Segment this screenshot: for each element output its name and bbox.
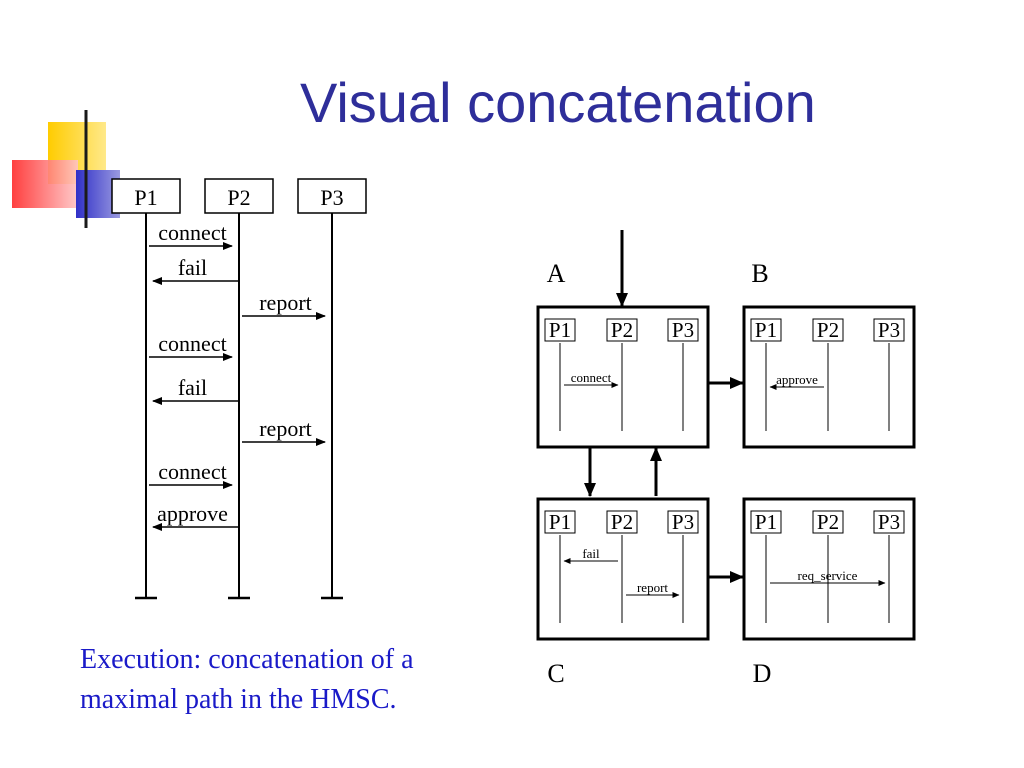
msc-message-label-report: report	[259, 416, 312, 441]
hmsc-process-label-p3: P3	[878, 510, 900, 534]
hmsc-process-label-p2: P2	[817, 318, 839, 342]
hmsc-message-label-report: report	[637, 580, 668, 595]
hmsc-process-box-p3	[873, 318, 905, 342]
hmsc-process-box-p2	[606, 510, 638, 534]
caption: Execution: concatenation of a maximal pa…	[80, 644, 414, 715]
hmsc-process-box-p3	[873, 510, 905, 534]
hmsc-node-label-c: C	[547, 659, 564, 688]
hmsc-message-label-approve: approve	[776, 372, 818, 387]
hmsc-process-label-p3: P3	[672, 318, 694, 342]
hmsc-node-label-a: A	[547, 259, 566, 288]
msc-message-label-connect: connect	[158, 331, 226, 356]
hmsc-process-label-p3: P3	[878, 318, 900, 342]
hmsc-process-box-p1	[544, 510, 576, 534]
msc-message-label-connect: connect	[158, 459, 226, 484]
hmsc-process-box-p2	[812, 318, 844, 342]
msc-message-label-report: report	[259, 290, 312, 315]
msc-message-label-fail: fail	[178, 255, 207, 280]
hmsc-process-box-p1	[750, 318, 782, 342]
hmsc-process-label-p3: P3	[672, 510, 694, 534]
hmsc-process-label-p1: P1	[755, 510, 777, 534]
hmsc-process-label-p1: P1	[549, 510, 571, 534]
msc-process-label-p2: P2	[227, 185, 250, 210]
msc-message-label-connect: connect	[158, 220, 226, 245]
slide-title: Visual concatenation	[300, 71, 816, 134]
hmsc-message-label-connect: connect	[571, 370, 612, 385]
hmsc-process-box-p1	[544, 318, 576, 342]
msc-message-label-approve: approve	[157, 501, 228, 526]
msc-message-label-fail: fail	[178, 375, 207, 400]
hmsc-node-label-d: D	[753, 659, 772, 688]
hmsc-process-box-p3	[667, 510, 699, 534]
hmsc-process-box-p2	[812, 510, 844, 534]
hmsc-process-label-p2: P2	[611, 318, 633, 342]
hmsc-process-box-p3	[667, 318, 699, 342]
msc-process-label-p3: P3	[320, 185, 343, 210]
hmsc-node-label-b: B	[751, 259, 768, 288]
hmsc-process-label-p2: P2	[611, 510, 633, 534]
hmsc-process-box-p1	[750, 510, 782, 534]
hmsc-message-label-req-service: req_service	[798, 568, 858, 583]
msc-process-box-p3	[297, 178, 367, 214]
hmsc-message-label-fail: fail	[582, 546, 600, 561]
msc-chart: P1 P2 P3 connect fail report connect fail report…	[111, 178, 367, 600]
hmsc-process-label-p2: P2	[817, 510, 839, 534]
hmsc-process-label-p1: P1	[755, 318, 777, 342]
hmsc-process-label-p1: P1	[549, 318, 571, 342]
msc-process-label-p1: P1	[134, 185, 157, 210]
hmsc-process-box-p2	[606, 318, 638, 342]
